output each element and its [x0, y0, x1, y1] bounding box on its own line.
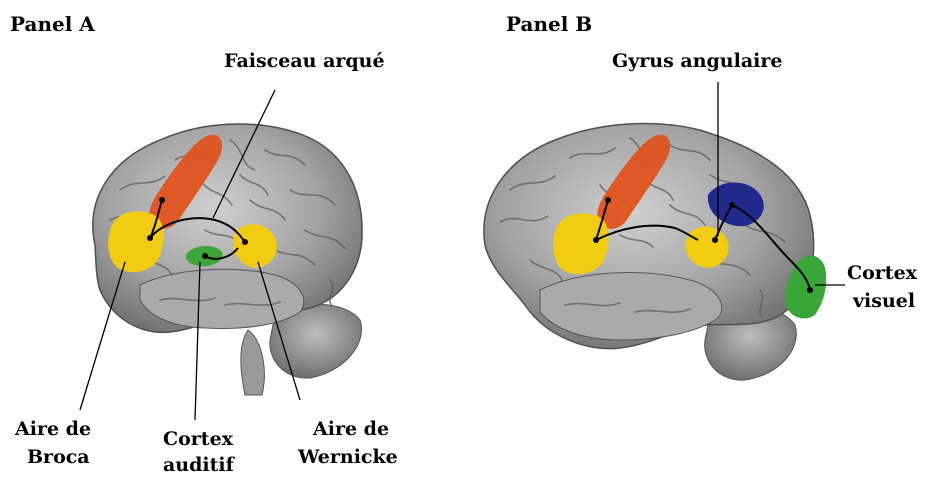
panel-a-node-auditory	[202, 253, 208, 259]
label-aire-de-broca-line1: Aire de	[15, 418, 91, 442]
panel-a-node-broca	[147, 235, 153, 241]
panel-b-node-visual	[807, 287, 813, 293]
panel-b-temporal-lobe	[540, 273, 722, 340]
label-aire-de-wernicke-line1: Aire de	[313, 418, 389, 442]
panel-b-node-wernicke	[712, 237, 718, 243]
label-cortex-visuel-line1: Cortex	[847, 262, 917, 286]
panel-b-node-broca	[593, 237, 599, 243]
label-gyrus-angulaire: Gyrus angulaire	[612, 50, 782, 74]
label-aire-de-broca-line2: Broca	[27, 446, 90, 470]
label-cortex-auditif-line1: Cortex	[163, 428, 233, 452]
panel-a-node-motor	[159, 197, 165, 203]
panel-b-node-motor	[605, 197, 611, 203]
panel-a-node-wernicke	[242, 239, 248, 245]
label-cortex-auditif-line2: auditif	[163, 454, 234, 478]
panel-b-broca-area	[553, 213, 609, 274]
label-aire-de-wernicke-line2: Wernicke	[298, 446, 398, 470]
panel-b: Panel B	[470, 0, 931, 479]
panel-b-node-angular	[729, 202, 735, 208]
panel-a-brainstem	[241, 330, 264, 395]
label-cortex-visuel-line2: visuel	[853, 290, 915, 314]
label-faisceau-arque: Faisceau arqué	[224, 50, 385, 74]
panel-a: Panel A	[0, 0, 470, 479]
